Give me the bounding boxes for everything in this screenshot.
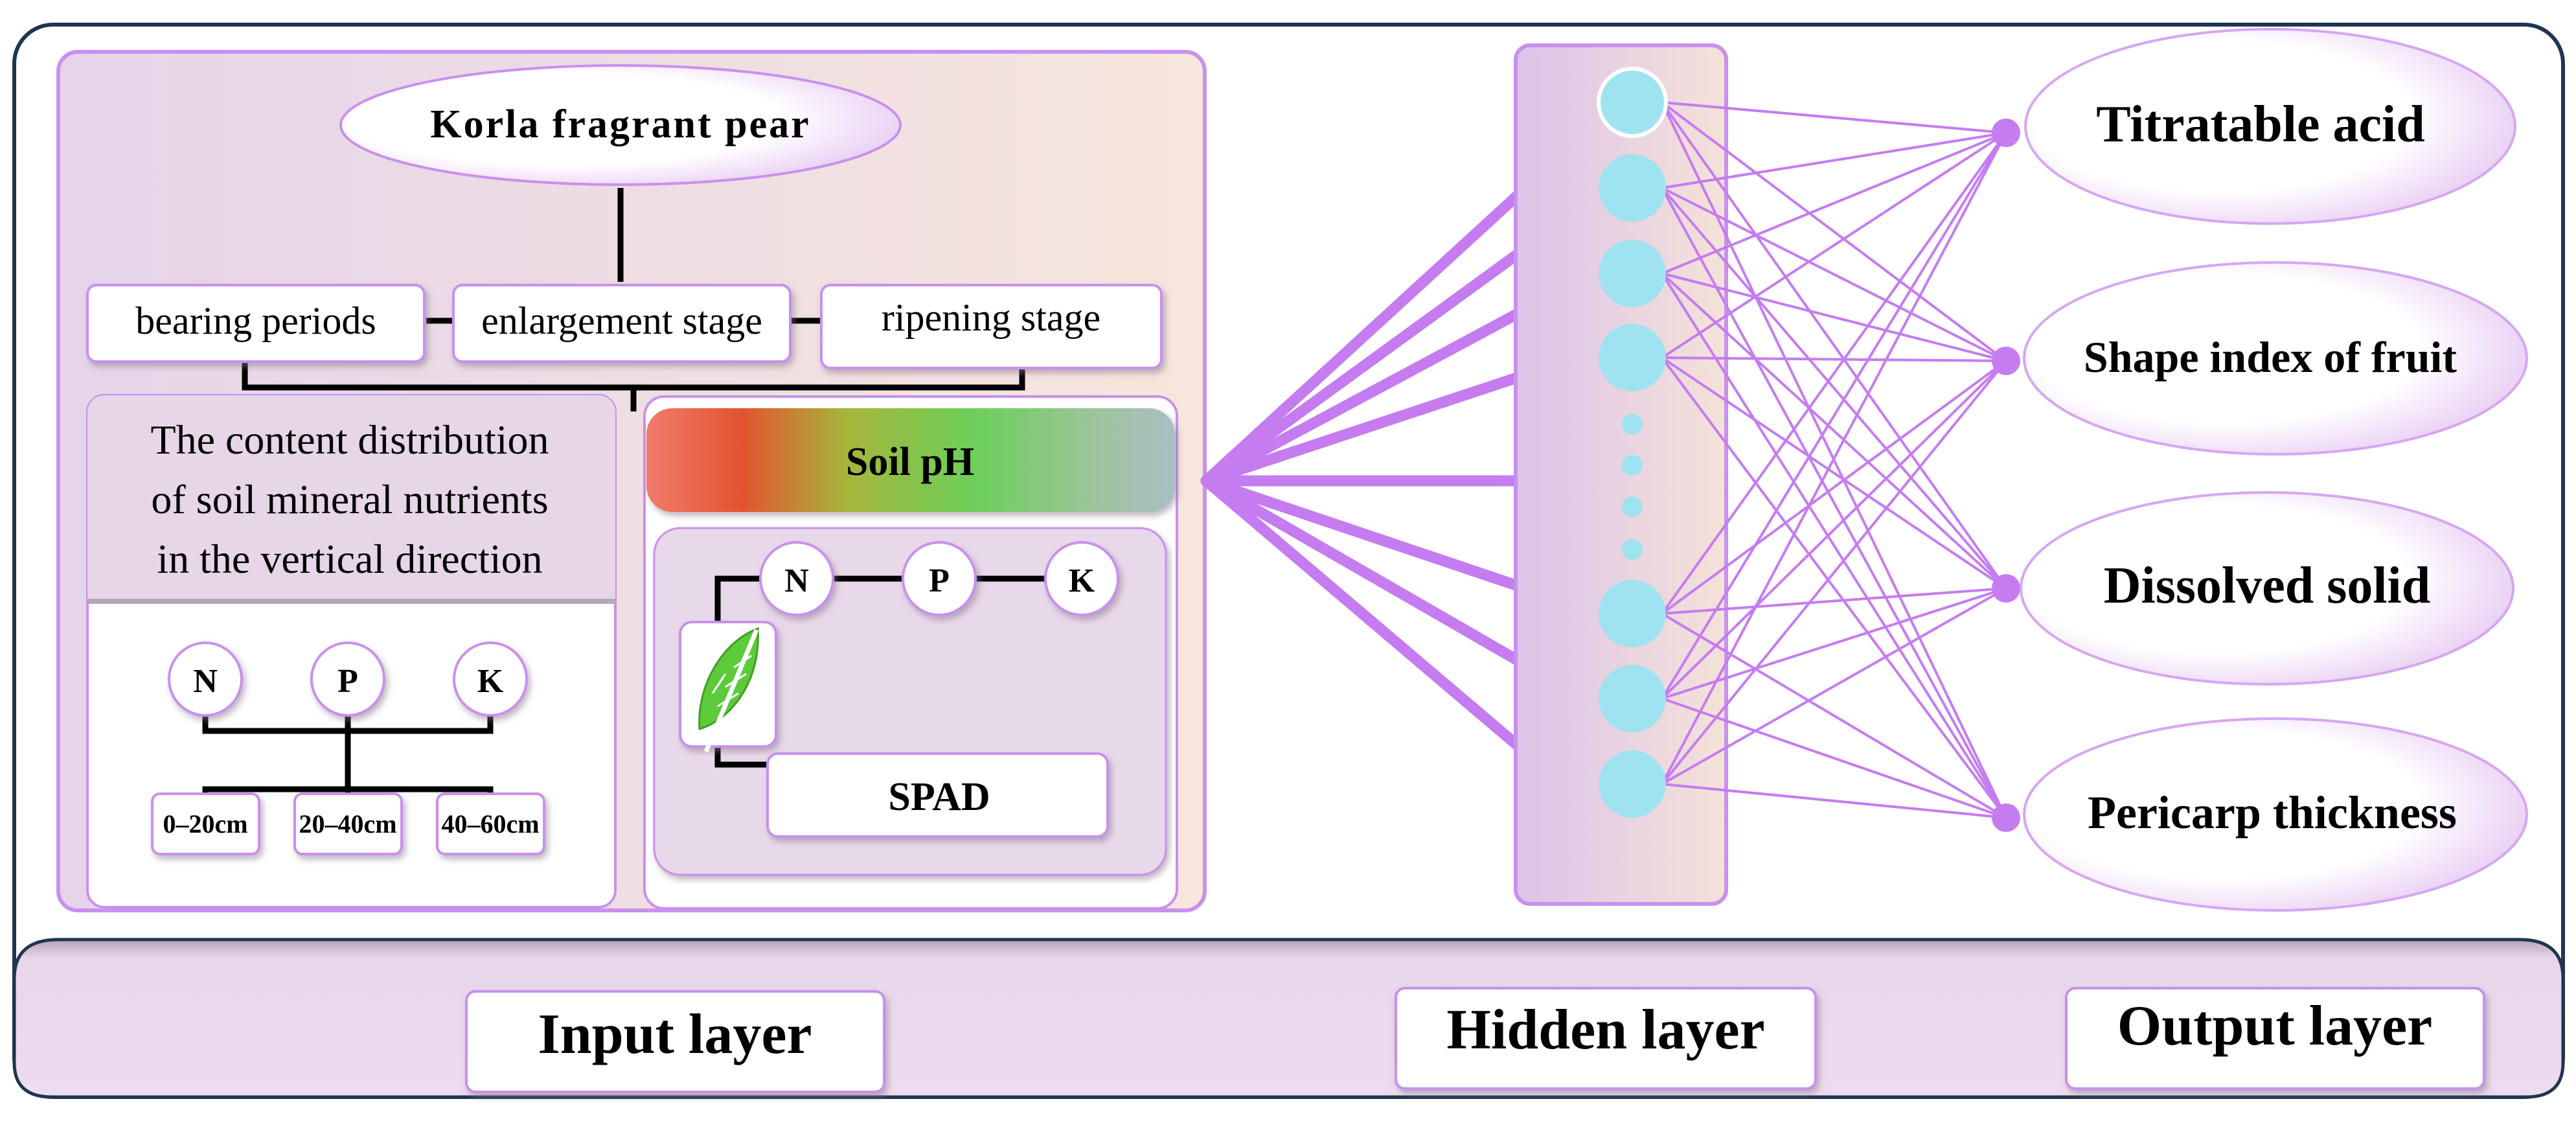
output-junction-dot <box>1992 119 2020 147</box>
hidden-ellipsis <box>1622 414 1643 560</box>
soil-distribution-heading <box>87 395 615 601</box>
leaf-icon <box>679 621 777 753</box>
hidden-node <box>1599 154 1666 222</box>
hidden-nodes <box>1597 67 1668 818</box>
output-junction-dot <box>1992 347 2020 375</box>
soil-ph-label: Soil pH <box>846 440 974 484</box>
soil-nutrient-p: P <box>310 641 385 717</box>
connection-line <box>1661 272 2007 590</box>
svg-text:K: K <box>1069 562 1095 599</box>
hidden-layer-label: Hidden layer <box>1395 987 1817 1090</box>
connection-line <box>1661 101 2007 590</box>
svg-text:0–20cm: 0–20cm <box>163 809 247 838</box>
connection-line <box>1661 587 2007 615</box>
stage-tree-lines <box>242 188 1025 411</box>
connection-line <box>1661 272 2007 362</box>
connection-line <box>1661 697 2007 819</box>
output-label-pericarp-thickness: Pericarp thickness <box>2088 787 2457 838</box>
depth-box-0-20: 0–20cm <box>151 792 260 855</box>
spad-label: SPAD <box>888 775 990 819</box>
connection-line <box>1661 101 2007 362</box>
connection-line <box>1661 783 2007 819</box>
connection-line <box>1661 187 2007 818</box>
ellipsis-dot <box>1622 496 1643 517</box>
hidden-to-output-connections <box>1661 101 2007 819</box>
connection-line <box>1661 132 2007 615</box>
output-layer-label: Output layer <box>2065 987 2485 1090</box>
output-node-shape-index: Shape index of fruit <box>2023 261 2528 456</box>
connection-line <box>1661 356 2007 819</box>
svg-text:40–60cm: 40–60cm <box>441 809 539 838</box>
output-junction-dot <box>1992 574 2020 603</box>
svg-text:P: P <box>929 562 950 599</box>
leaf-nutrient-p: P <box>902 541 977 616</box>
soil-heading-line-1: The content distribution <box>151 417 549 463</box>
ellipsis-dot <box>1622 539 1643 560</box>
output-node-titratable-acid: Titratable acid <box>2024 28 2516 225</box>
output-label-shape-index: Shape index of fruit <box>2084 332 2457 382</box>
connection-line <box>1661 612 2007 819</box>
leaf-nutrient-n: N <box>759 541 834 616</box>
root-node-label: Korla fragrant pear <box>430 102 810 146</box>
connection-line <box>1661 132 2007 275</box>
connection-line <box>1661 587 2007 700</box>
output-label-titratable-acid: Titratable acid <box>2096 96 2424 153</box>
stage-box-bearing <box>86 284 426 363</box>
svg-text:P: P <box>337 663 358 700</box>
hidden-node <box>1599 580 1666 647</box>
soil-heading-line-3: in the vertical direction <box>157 536 542 582</box>
hidden-node <box>1599 324 1666 391</box>
output-junctions <box>1992 119 2020 832</box>
depth-box-20-40: 20–40cm <box>293 792 403 855</box>
output-node-pericarp-thickness: Pericarp thickness <box>2023 717 2528 912</box>
connection-line <box>1661 587 2007 785</box>
ellipsis-dot <box>1622 455 1643 476</box>
input-layer-label: Input layer <box>465 990 885 1093</box>
depth-box-40-60: 40–60cm <box>436 792 545 855</box>
connection-line <box>1661 360 2007 615</box>
stage-box-ripening <box>820 284 1163 369</box>
soil-nutrient-n: N <box>168 641 243 717</box>
svg-text:Output layer: Output layer <box>2117 995 2432 1057</box>
output-label-dissolved-solid: Dissolved solid <box>2104 557 2431 614</box>
stage-box-enlargement <box>452 284 792 363</box>
connection-line <box>1661 360 2007 700</box>
leaf-nutrient-k: K <box>1044 541 1119 616</box>
hidden-node <box>1599 240 1666 307</box>
svg-text:K: K <box>477 663 504 700</box>
hidden-node <box>1599 665 1666 732</box>
soil-heading-line-2: of soil mineral nutrients <box>151 476 548 522</box>
svg-text:N: N <box>193 663 218 700</box>
connection-line <box>1661 187 2007 590</box>
svg-text:20–40cm: 20–40cm <box>299 809 396 838</box>
svg-text:N: N <box>784 562 809 599</box>
soil-nutrient-k: K <box>453 641 528 717</box>
output-junction-dot <box>1992 803 2020 832</box>
soil-ph-bar <box>646 408 1175 512</box>
connection-line <box>1661 101 2007 134</box>
connection-line <box>1661 356 2007 362</box>
svg-text:Input layer: Input layer <box>538 1003 812 1066</box>
stage-label-enlargement: enlargement stage <box>481 299 762 342</box>
connection-line <box>1661 132 2007 189</box>
hidden-node <box>1597 67 1668 138</box>
connection-line <box>1661 272 2007 819</box>
connection-line <box>1661 132 2007 359</box>
connection-line <box>1661 356 2007 590</box>
hidden-node <box>1599 750 1666 818</box>
stage-label-bearing: bearing periods <box>135 299 376 342</box>
stage-label-ripening: ripening stage <box>882 296 1100 339</box>
connection-line <box>1661 132 2007 700</box>
hidden-panel <box>1514 43 1728 906</box>
output-node-dissolved-solid: Dissolved solid <box>2020 491 2514 686</box>
connection-line <box>1661 360 2007 785</box>
spad-box: SPAD <box>766 752 1109 838</box>
ellipsis-dot <box>1622 414 1643 435</box>
connection-line <box>1661 132 2007 785</box>
root-node <box>339 64 902 186</box>
svg-text:Hidden layer: Hidden layer <box>1446 999 1764 1061</box>
connection-line <box>1661 187 2007 362</box>
